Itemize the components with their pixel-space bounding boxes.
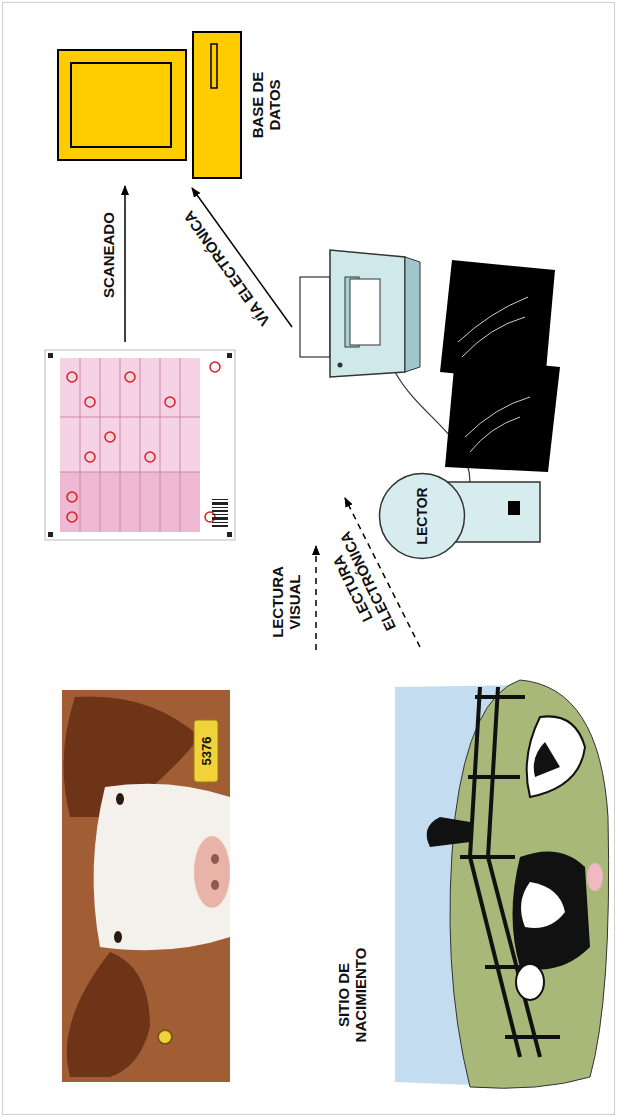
flow-label: SCANEADO xyxy=(100,212,117,298)
printed-sheets xyxy=(440,260,560,515)
visual-read-arrow xyxy=(315,546,317,650)
ear-tag-number: 5376 xyxy=(198,737,215,766)
database-computer: BASE DE DATOS xyxy=(55,30,283,180)
scan-arrow xyxy=(124,186,126,342)
node-text: BASE DE DATOS xyxy=(249,64,283,146)
printer xyxy=(300,250,420,377)
place-label: SITIO DE NACIMIENTO xyxy=(335,935,369,1055)
node-text: LECTOR xyxy=(414,487,430,544)
flow-label: VÍA ELECTRÓNICA xyxy=(179,208,272,329)
cow-photo xyxy=(62,690,230,1082)
reader-circle: LECTOR xyxy=(378,472,466,560)
registration-form xyxy=(45,350,235,540)
computer-icon xyxy=(55,30,245,180)
farm-clipart xyxy=(395,680,609,1088)
flow-label: LECTURA VISUAL xyxy=(269,557,303,647)
flow-label: LECTURA ELECTRÓNICA xyxy=(320,527,400,643)
